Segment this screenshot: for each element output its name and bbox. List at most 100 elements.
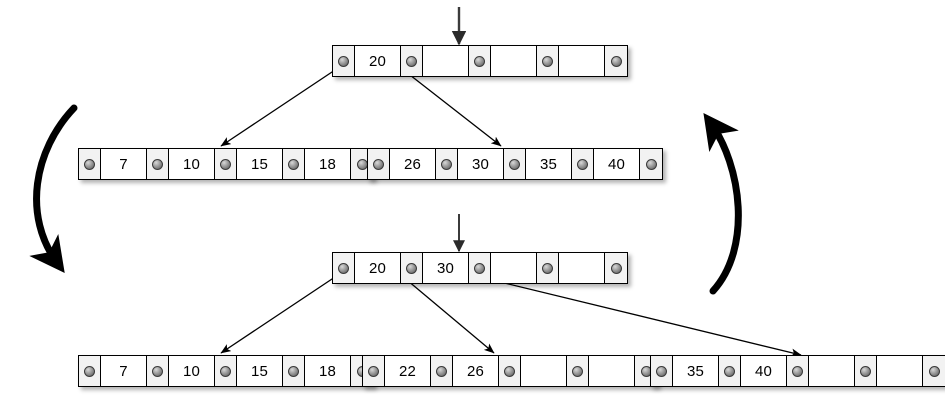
key-cell[interactable] bbox=[877, 356, 923, 386]
node-root-before[interactable]: 20 bbox=[332, 45, 628, 77]
filled-circle-icon bbox=[406, 262, 417, 274]
pointer-cell[interactable] bbox=[215, 356, 237, 386]
key-cell[interactable]: 40 bbox=[741, 356, 787, 386]
pointer-cell[interactable] bbox=[333, 253, 355, 283]
key-cell[interactable]: 20 bbox=[355, 46, 401, 76]
pointer-cell[interactable] bbox=[147, 356, 169, 386]
pointer-cell[interactable] bbox=[567, 356, 589, 386]
filled-circle-icon bbox=[860, 365, 871, 377]
filled-circle-icon bbox=[441, 158, 452, 170]
key-cell[interactable] bbox=[491, 253, 537, 283]
filled-circle-icon bbox=[724, 365, 735, 377]
key-cell[interactable]: 26 bbox=[390, 149, 436, 179]
filled-circle-icon bbox=[542, 262, 553, 274]
filled-circle-icon bbox=[152, 158, 163, 170]
filled-circle-icon bbox=[572, 365, 583, 377]
pointer-cell[interactable] bbox=[719, 356, 741, 386]
pointer-cell[interactable] bbox=[504, 149, 526, 179]
filled-circle-icon bbox=[338, 262, 349, 274]
pointer-cell[interactable] bbox=[436, 149, 458, 179]
key-cell[interactable]: 35 bbox=[673, 356, 719, 386]
filled-circle-icon bbox=[220, 365, 231, 377]
filled-circle-icon bbox=[84, 365, 95, 377]
pointer-cell[interactable] bbox=[923, 356, 945, 386]
pointer-cell[interactable] bbox=[572, 149, 594, 179]
pointer-cell[interactable] bbox=[215, 149, 237, 179]
filled-circle-icon bbox=[152, 365, 163, 377]
filled-circle-icon bbox=[356, 158, 368, 170]
key-cell[interactable] bbox=[589, 356, 635, 386]
filled-circle-icon bbox=[368, 365, 379, 377]
filled-circle-icon bbox=[288, 158, 299, 170]
node-leaf-before-right[interactable]: 26 30 35 40 bbox=[367, 148, 663, 180]
flow-arrow-left-down-icon bbox=[29, 104, 78, 273]
pointer-cell[interactable] bbox=[537, 253, 559, 283]
pointer-cell[interactable] bbox=[605, 46, 627, 76]
filled-circle-icon bbox=[84, 158, 95, 170]
key-cell[interactable] bbox=[559, 46, 605, 76]
filled-circle-icon bbox=[542, 55, 553, 67]
key-cell[interactable] bbox=[521, 356, 567, 386]
pointer-cell[interactable] bbox=[469, 46, 491, 76]
pointer-cell[interactable] bbox=[651, 356, 673, 386]
filled-circle-icon bbox=[373, 158, 384, 170]
filled-circle-icon bbox=[792, 365, 803, 377]
node-leaf-after-right[interactable]: 35 40 bbox=[650, 355, 945, 387]
node-root-after[interactable]: 20 30 bbox=[332, 252, 628, 284]
pointer-cell[interactable] bbox=[401, 253, 423, 283]
pointer-cell[interactable] bbox=[499, 356, 521, 386]
filled-circle-icon bbox=[610, 262, 622, 274]
key-cell[interactable]: 26 bbox=[453, 356, 499, 386]
key-cell[interactable]: 7 bbox=[101, 149, 147, 179]
node-leaf-after-left[interactable]: 7 10 15 18 bbox=[78, 355, 374, 387]
key-cell[interactable]: 20 bbox=[355, 253, 401, 283]
connector-root-after-ptr2-to-leaf-right bbox=[458, 271, 802, 357]
pointer-cell[interactable] bbox=[401, 46, 423, 76]
key-cell[interactable]: 40 bbox=[594, 149, 640, 179]
filled-circle-icon bbox=[474, 262, 485, 274]
node-leaf-before-left[interactable]: 7 10 15 18 bbox=[78, 148, 374, 180]
key-cell[interactable] bbox=[809, 356, 855, 386]
pointer-cell[interactable] bbox=[605, 253, 627, 283]
flow-arrow-right-up-icon bbox=[703, 112, 742, 295]
key-cell[interactable]: 18 bbox=[305, 149, 351, 179]
key-cell[interactable]: 30 bbox=[458, 149, 504, 179]
key-cell[interactable]: 30 bbox=[423, 253, 469, 283]
key-cell[interactable]: 15 bbox=[237, 356, 283, 386]
filled-circle-icon bbox=[509, 158, 520, 170]
key-cell[interactable]: 18 bbox=[305, 356, 351, 386]
key-cell[interactable]: 7 bbox=[101, 356, 147, 386]
key-cell[interactable] bbox=[491, 46, 537, 76]
key-cell[interactable]: 15 bbox=[237, 149, 283, 179]
filled-circle-icon bbox=[288, 365, 299, 377]
key-cell[interactable]: 10 bbox=[169, 356, 215, 386]
filled-circle-icon bbox=[504, 365, 515, 377]
pointer-cell[interactable] bbox=[640, 149, 662, 179]
pointer-cell[interactable] bbox=[333, 46, 355, 76]
filled-circle-icon bbox=[474, 55, 485, 67]
key-cell[interactable]: 35 bbox=[526, 149, 572, 179]
filled-circle-icon bbox=[656, 365, 667, 377]
connector-root-after-ptr0-to-leaf-left bbox=[220, 272, 342, 354]
pointer-cell[interactable] bbox=[283, 149, 305, 179]
connector-root-before-ptr1-to-leaf-right bbox=[400, 67, 502, 147]
pointer-cell[interactable] bbox=[469, 253, 491, 283]
filled-circle-icon bbox=[577, 158, 588, 170]
pointer-cell[interactable] bbox=[431, 356, 453, 386]
key-cell[interactable] bbox=[423, 46, 469, 76]
pointer-cell[interactable] bbox=[787, 356, 809, 386]
pointer-cell[interactable] bbox=[855, 356, 877, 386]
pointer-cell[interactable] bbox=[283, 356, 305, 386]
pointer-cell[interactable] bbox=[537, 46, 559, 76]
filled-circle-icon bbox=[406, 55, 417, 67]
key-cell[interactable] bbox=[559, 253, 605, 283]
pointer-cell[interactable] bbox=[363, 356, 385, 386]
pointer-cell[interactable] bbox=[79, 356, 101, 386]
key-cell[interactable]: 10 bbox=[169, 149, 215, 179]
pointer-cell[interactable] bbox=[79, 149, 101, 179]
pointer-cell[interactable] bbox=[147, 149, 169, 179]
pointer-cell[interactable] bbox=[368, 149, 390, 179]
key-cell[interactable]: 22 bbox=[385, 356, 431, 386]
node-leaf-after-middle[interactable]: 22 26 bbox=[362, 355, 658, 387]
